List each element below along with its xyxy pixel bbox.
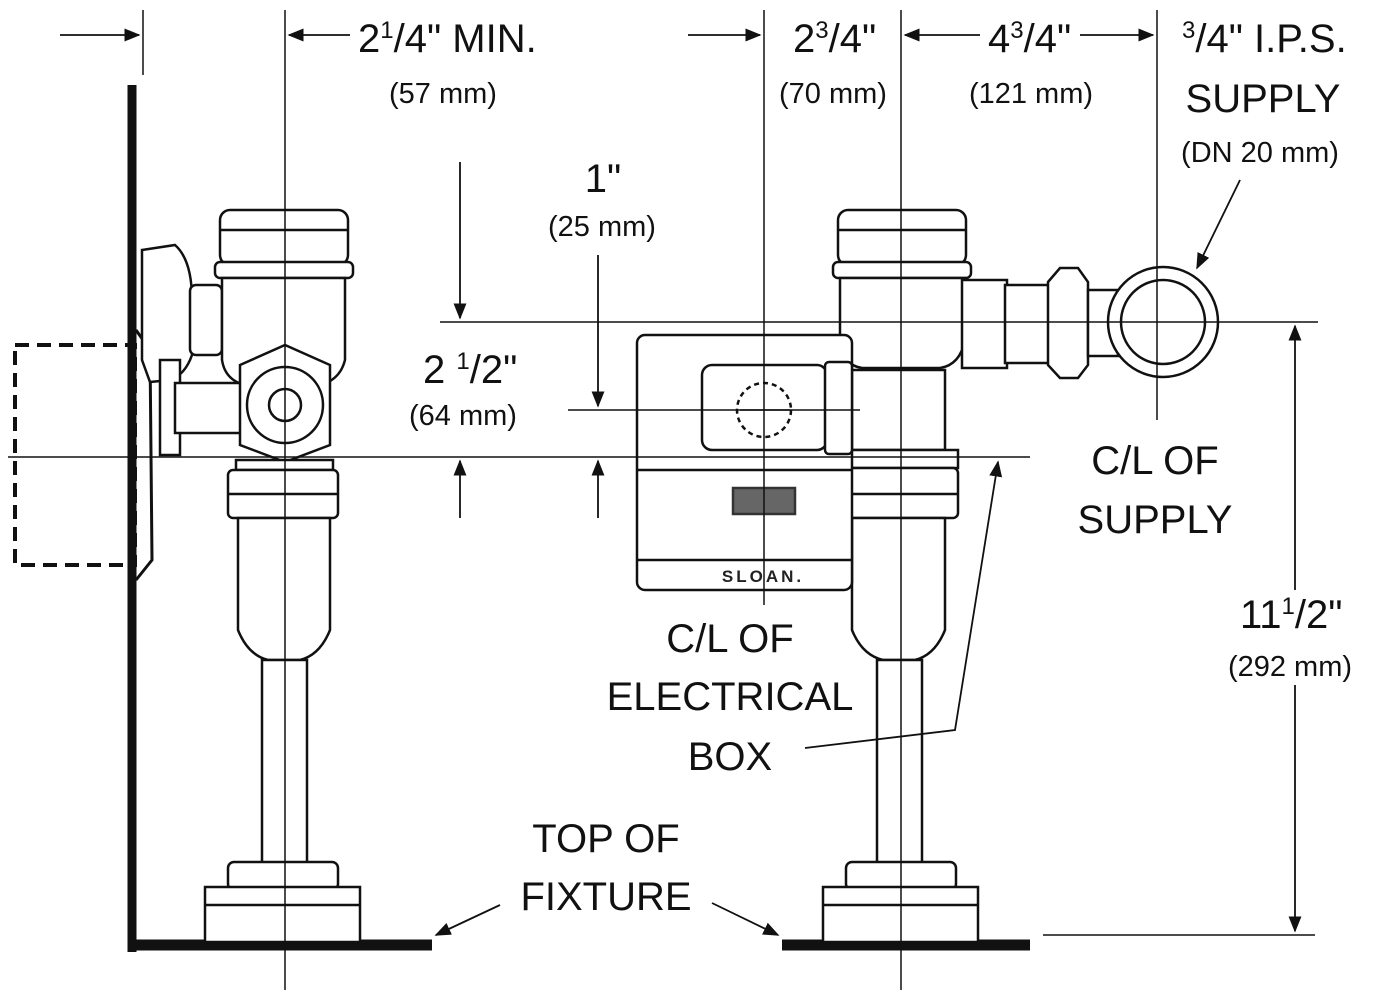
label-cl-supply-2: SUPPLY: [1078, 498, 1233, 542]
dim-sensor-offset: 23/4": [793, 17, 876, 61]
dim-supply-offset: 43/4": [988, 17, 1071, 61]
dim-rise-1-metric: (25 mm): [548, 211, 656, 243]
label-cl-electrical-3: BOX: [688, 735, 772, 779]
dim-rise-2-5-metric: (64 mm): [409, 400, 517, 432]
dim-rise-2-5: 2 1/2": [423, 348, 517, 392]
dim-sensor-offset-metric: (70 mm): [779, 78, 887, 110]
dim-wall-offset-metric: (57 mm): [389, 78, 497, 110]
dim-height-metric: (292 mm): [1228, 651, 1352, 683]
sloan-brand-logo: SLOAN.: [722, 567, 804, 586]
sensor-electrical-box: [635, 333, 854, 592]
label-cl-supply-1: C/L OF: [1091, 439, 1218, 483]
dim-supply-size-line2: SUPPLY: [1186, 77, 1341, 121]
label-cl-electrical-2: ELECTRICAL: [607, 675, 854, 719]
dim-rise-1: 1": [585, 157, 621, 201]
dim-height: 111/2": [1240, 593, 1342, 637]
left-flush-valve: [140, 208, 362, 944]
wall-structure: [13, 10, 1030, 952]
dim-supply-size: 3/4" I.P.S.: [1182, 17, 1347, 61]
wall-box-dashed: [13, 343, 137, 567]
label-top-fixture-2: FIXTURE: [520, 875, 691, 919]
dim-supply-size-metric: (DN 20 mm): [1181, 137, 1339, 169]
dimension-arrows: [60, 28, 1302, 936]
dim-supply-offset-metric: (121 mm): [969, 78, 1093, 110]
right-flush-valve: [821, 208, 1220, 944]
label-cl-electrical-1: C/L OF: [666, 617, 793, 661]
centerlines: [8, 10, 1318, 990]
dim-wall-offset: 21/4" MIN.: [358, 17, 537, 61]
label-top-fixture-1: TOP OF: [532, 817, 679, 861]
